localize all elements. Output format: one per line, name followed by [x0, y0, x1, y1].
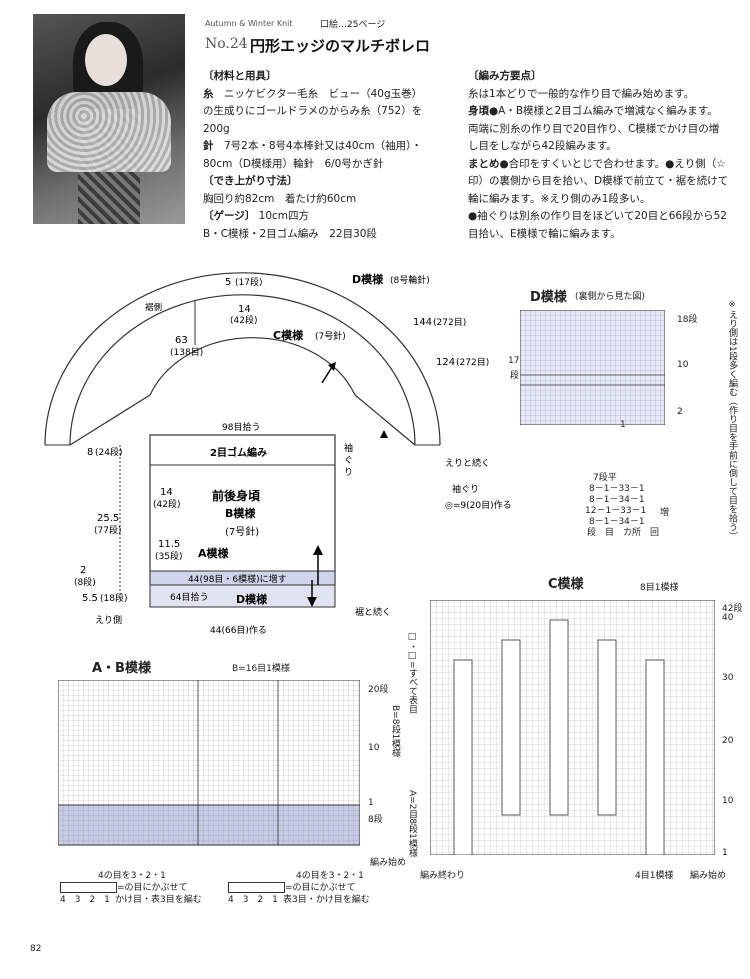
dim-h2: 2 — [80, 565, 86, 576]
d-row10: 10 — [677, 360, 689, 370]
ab-b-repeat: B=16目1模様 — [232, 664, 290, 674]
dim-18rows: (18段) — [100, 592, 127, 604]
c-row10: 10 — [722, 796, 734, 806]
ab-start: 編み始め — [370, 858, 407, 868]
dim-8rows: (8段) — [74, 576, 96, 588]
dim-144: 144 — [413, 317, 432, 328]
label-sleeve1: 袖 — [344, 442, 353, 454]
dim-42rows: (42段) — [230, 314, 257, 326]
d-row18: 18段 — [677, 315, 698, 325]
dim-272b: (272目) — [456, 357, 489, 368]
page-title: 円形エッジのマルチボレロ — [250, 37, 431, 55]
d-rows17: 17 — [508, 356, 520, 366]
label-d-bottom: D模様 — [236, 592, 268, 606]
dim-h5: 5.5 — [82, 593, 98, 604]
series-label: Autumn & Winter Knit — [205, 19, 293, 28]
ab-chart-grid — [58, 680, 360, 846]
label-d-pattern: D模様 — [352, 272, 384, 286]
label-collar-side: えり側 — [95, 614, 122, 626]
label-sleeve3: り — [344, 467, 353, 478]
label-to-hem: 裾と続く — [355, 606, 391, 618]
pattern-number: No.24 — [205, 36, 248, 52]
ab-row1: 1 — [368, 798, 374, 808]
d-row1: 1 — [620, 420, 626, 430]
ab-a-side: A=2目8段1模様 — [407, 790, 417, 857]
materials-block: 〔材料と用具〕 糸 ニッケビクター毛糸 ビュー（40g玉巻） の生成りにゴールド… — [203, 70, 423, 240]
label-d-needle: (8号輪針) — [390, 274, 430, 286]
c-row30: 30 — [722, 673, 734, 683]
bolero-schematic: 裾側 5 (17段) D模様 (8号輪針) 14 (42段) C模様 (7号針)… — [44, 272, 512, 636]
dim-14: 14 — [238, 304, 251, 315]
d-row2: 2 — [677, 407, 683, 417]
label-armhole: 袖ぐり — [452, 483, 479, 495]
rule-inc: 増 — [660, 508, 670, 518]
label-sleeve2: ぐ — [344, 456, 353, 466]
dim-124: 124 — [436, 357, 455, 368]
dim-h8: 8 — [87, 447, 93, 458]
c-chart-grid — [430, 600, 715, 855]
dim-h25: 25.5 — [97, 513, 119, 524]
d-chart-title: D模様 — [530, 290, 567, 305]
dim-24rows: (24段) — [95, 446, 122, 458]
ab-row20: 20段 — [368, 685, 389, 695]
d-chart-grid — [520, 310, 665, 425]
dim-h14: 14 — [160, 487, 173, 498]
dim-17rows: (17段) — [235, 276, 262, 288]
d-side-note: ※えり側は1段多く編む（作り目を手前に倒して目を拾う） — [727, 300, 737, 541]
method-block: 〔編み方要点〕 糸は1本どりで一般的な作り目で編み始めます。 身頃●A・B模様と… — [468, 70, 729, 240]
dim-42rows-b: (42段) — [153, 498, 180, 510]
label-to-collar: えりと続く — [445, 457, 490, 469]
ab-row10: 10 — [368, 743, 380, 753]
label-c-pattern: C模様 — [273, 328, 304, 342]
dim-h11: 11.5 — [158, 539, 180, 550]
c-row1: 1 — [722, 848, 728, 858]
dim-5: 5 — [225, 277, 231, 288]
c-chart-repeat: 8目1模様 — [640, 583, 679, 593]
label-hem-side: 裾側 — [145, 302, 162, 313]
dim-77rows: (77段) — [94, 524, 121, 536]
dim-44: 44(66目)作る — [210, 624, 267, 636]
c-4st: 4目1模様 — [635, 871, 674, 881]
label-body: 前後身頃 — [212, 488, 261, 503]
dim-35rows: (35段) — [155, 550, 182, 562]
label-armhole-st: ◎=9(20目)作る — [445, 499, 512, 511]
label-needle7: (7号針) — [225, 525, 259, 538]
c-row42: 42段 — [722, 604, 743, 614]
label-pick98: 98目拾う — [222, 421, 260, 433]
increase-rule: 7段平 8－1－33－1 8－1－34－1 12－1－33－1 8－1－34－1… — [585, 473, 660, 538]
model-photo — [33, 14, 185, 224]
label-rib: 2目ゴム編み — [210, 446, 267, 459]
label-a-pattern: A模様 — [198, 546, 230, 560]
dim-138: (138目) — [170, 347, 203, 358]
c-end-label: 編み終わり — [420, 871, 466, 881]
ab-row8: 8段 — [368, 815, 383, 825]
photo-ref: 口絵…25ページ — [320, 20, 386, 30]
dim-272a: (272目) — [433, 317, 466, 328]
d-rows17b: 段 — [510, 371, 520, 381]
label-c-needle: (7号針) — [315, 330, 346, 342]
c-row40: 40 — [722, 613, 734, 623]
legend-note: □・□=すべて表目 — [407, 632, 417, 714]
c-start-label: 編み始め — [690, 871, 727, 881]
c-row20: 20 — [722, 736, 734, 746]
label-b-pattern: B模様 — [225, 506, 256, 520]
d-chart-subtitle: (裏側から見た図) — [575, 292, 646, 302]
page-number: 82 — [30, 944, 42, 954]
ab-b-side: B=8段1模様 — [390, 705, 400, 758]
dim-63: 63 — [175, 335, 188, 346]
label-increase: 44(98目・6模様)に増す — [188, 573, 287, 585]
ab-chart-title: A・B模様 — [92, 661, 151, 676]
label-pick64: 64目拾う — [170, 591, 208, 603]
c-chart-title: C模様 — [548, 577, 584, 592]
